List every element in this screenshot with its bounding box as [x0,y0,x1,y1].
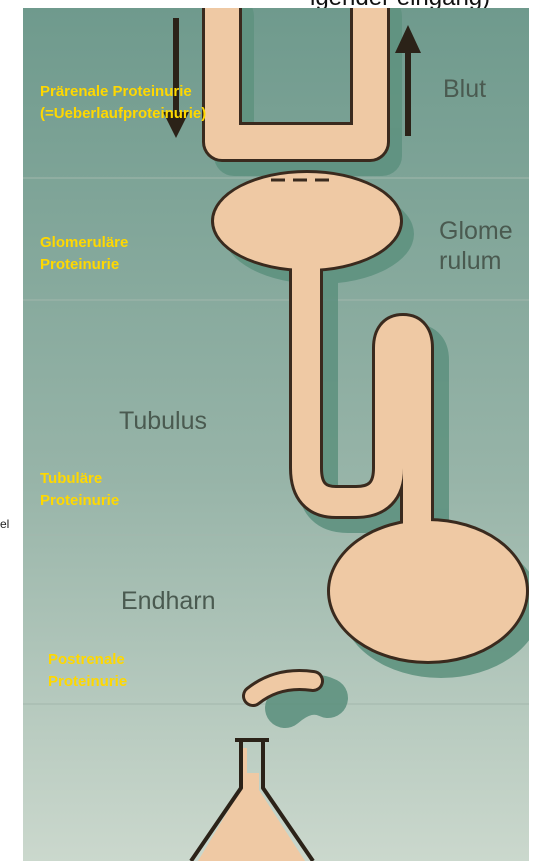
label-blut: Blut [443,74,486,104]
kidney-diagram-slide: Blut Glome rulum Tubulus Endharn Prärena… [23,8,529,861]
label-tubulaere-proteinurie: Tubuläre Proteinurie [40,468,119,512]
cropped-side-text: el [0,517,9,531]
label-tubulus: Tubulus [119,406,207,436]
kidney-diagram [23,8,529,861]
label-endharn: Endharn [121,586,216,616]
label-glomerulum: Glome rulum [439,216,513,276]
label-postrenale-proteinurie: Postrenale Proteinurie [48,649,127,693]
label-praerenal-proteinurie: Prärenale Proteinurie (=Ueberlaufprotein… [40,81,206,125]
label-glomerulaere-proteinurie: Glomeruläre Proteinurie [40,232,128,276]
